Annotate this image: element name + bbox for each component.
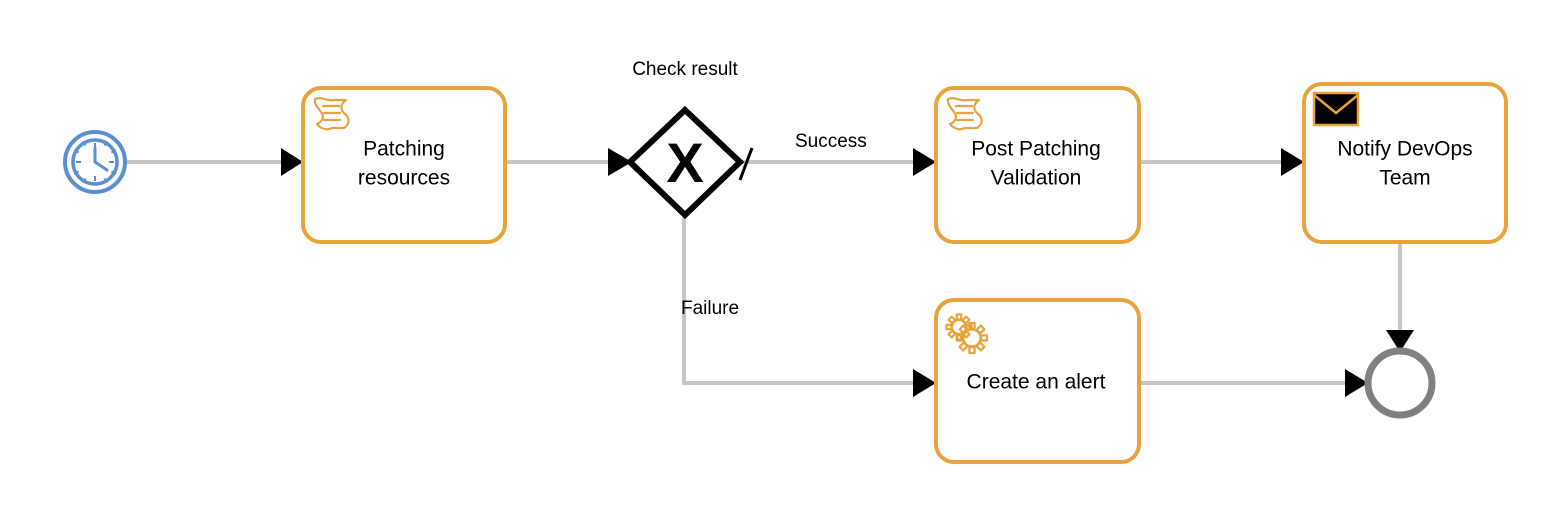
task-label-line1: Post Patching [971, 138, 1101, 161]
task-notify-devops-team[interactable]: Notify DevOps Team [1302, 82, 1508, 244]
flow-arrowhead [1345, 369, 1368, 397]
flow-arrowhead [1386, 330, 1414, 352]
task-box [934, 86, 1141, 244]
flow-create-alert-to-end[interactable] [1139, 369, 1368, 397]
flow-label-success: Success [795, 131, 867, 152]
task-label-line2: resources [358, 167, 450, 190]
flow-gateway-to-post-patching-validation[interactable] [738, 147, 936, 181]
script-icon [946, 97, 983, 131]
task-label-line2: Validation [991, 167, 1082, 190]
flow-notify-to-end[interactable] [1386, 242, 1414, 352]
flow-arrowhead [608, 148, 632, 176]
task-label-line1: Notify DevOps [1337, 138, 1472, 161]
default-flow-marker [738, 147, 754, 181]
task-label-line1: Create an alert [967, 371, 1106, 394]
flow-arrowhead [913, 148, 936, 176]
task-label-line1: Patching [363, 138, 445, 161]
task-post-patching-validation[interactable]: Post Patching Validation [934, 86, 1141, 244]
task-patching-resources[interactable]: Patching resources [301, 86, 507, 244]
end-event-icon [1364, 347, 1436, 419]
flow-post-patching-to-notify[interactable] [1139, 148, 1304, 176]
flow-patching-to-gateway[interactable] [505, 148, 632, 176]
gateway-diamond [625, 105, 745, 220]
clock-icon [71, 138, 119, 186]
gateway-label: Check result [632, 59, 738, 80]
flow-arrowhead [913, 369, 936, 397]
gears-icon [945, 313, 989, 355]
task-box [301, 86, 507, 244]
start-event-timer[interactable] [63, 130, 127, 194]
end-event[interactable] [1364, 347, 1436, 419]
gateway-x-icon: X [666, 131, 703, 194]
flow-arrowhead [1281, 148, 1304, 176]
flow-start-to-patching[interactable] [127, 148, 303, 176]
gateway-check-result[interactable]: X [625, 105, 745, 220]
flow-gateway-to-create-alert[interactable] [682, 216, 936, 397]
task-label-line2: Team [1379, 167, 1430, 190]
envelope-icon [1312, 91, 1360, 127]
flow-line [682, 216, 920, 385]
script-icon [313, 97, 350, 131]
flow-arrowhead [281, 148, 303, 176]
flow-label-failure: Failure [681, 298, 739, 319]
task-create-an-alert[interactable]: Create an alert [934, 298, 1141, 464]
